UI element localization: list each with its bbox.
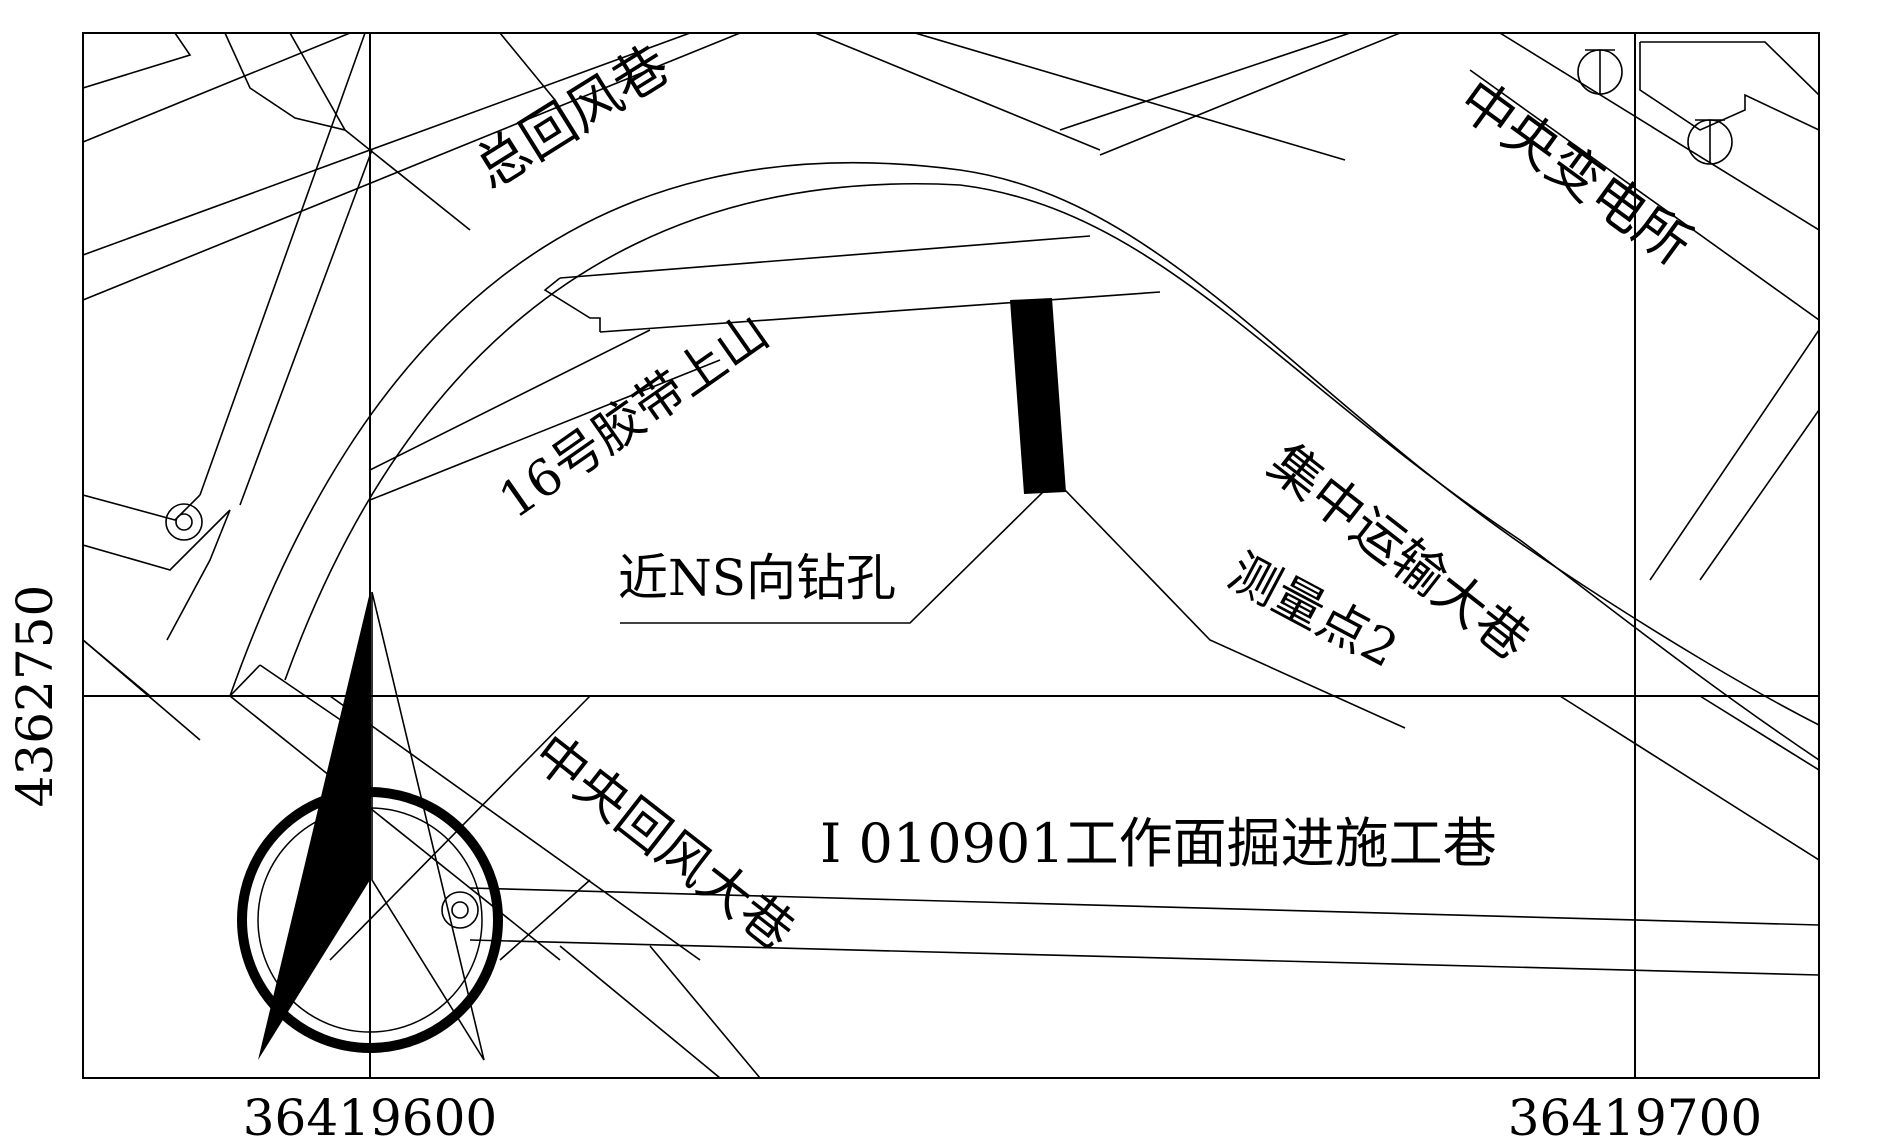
borehole-mark — [1010, 298, 1066, 494]
coord-y-mid: 4362750 — [6, 585, 64, 808]
control-point-icon — [165, 503, 203, 541]
curved-main-roadway — [229, 161, 1819, 761]
map-frame — [82, 32, 1820, 1079]
north-arrow-icon — [237, 591, 503, 1061]
substation-roadways — [814, 33, 1819, 581]
coord-x-left: 36419600 — [243, 1089, 498, 1138]
coord-x-right: 36419700 — [1508, 1089, 1763, 1138]
belt-incline-roadway — [369, 235, 1161, 501]
return-air-roadway — [83, 33, 741, 301]
label-work-face-roadway: I 010901工作面掘进施工巷 — [820, 812, 1497, 875]
label-borehole: 近NS向钻孔 — [618, 549, 896, 607]
transformer-icon — [1577, 49, 1623, 95]
transformer-icon — [1687, 119, 1733, 165]
control-point-icon — [441, 891, 479, 929]
